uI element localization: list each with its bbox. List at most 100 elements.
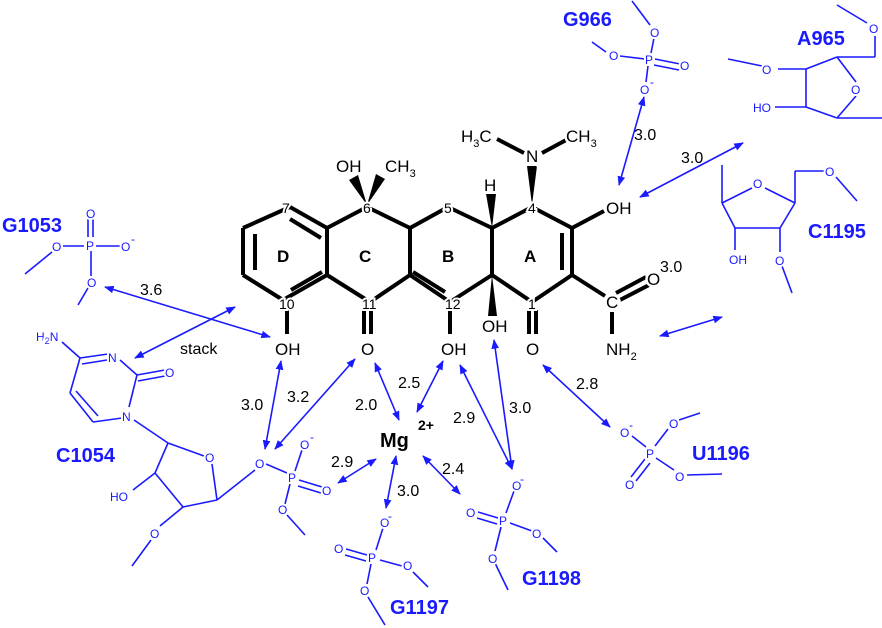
svg-text:O: O xyxy=(762,63,771,77)
distance-label: 3.0 xyxy=(681,150,703,167)
position-6: 6 xyxy=(363,200,371,216)
distance-label: 2.9 xyxy=(331,454,353,471)
magnesium-charge: 2+ xyxy=(418,417,434,433)
svg-text:H2N: H2N xyxy=(36,330,58,346)
distance-label: 3.0 xyxy=(660,259,682,276)
tetracycline-skeleton xyxy=(241,137,650,334)
svg-text:O: O xyxy=(205,451,214,465)
o12a-hydroxyl: OH xyxy=(482,317,508,336)
svg-text:O: O xyxy=(278,503,287,517)
position-1: 1 xyxy=(528,296,536,312)
dimethylamino-n: N xyxy=(526,147,538,166)
svg-text:-: - xyxy=(131,232,135,246)
position-5: 5 xyxy=(444,200,452,216)
svg-text:O: O xyxy=(52,240,61,254)
svg-text:O: O xyxy=(150,527,159,541)
residue-label-g1198: G1198 xyxy=(522,568,581,590)
svg-text:O: O xyxy=(669,417,678,431)
svg-text:O: O xyxy=(87,276,96,290)
svg-text:O: O xyxy=(640,83,649,97)
svg-text:OH: OH xyxy=(729,253,747,267)
svg-text:O: O xyxy=(86,207,95,221)
h4a-hydrogen: H xyxy=(484,176,496,195)
position-12: 12 xyxy=(445,296,461,312)
position-7: 7 xyxy=(282,200,290,216)
svg-text:O: O xyxy=(512,479,521,493)
distance-label: 3.2 xyxy=(287,389,309,406)
svg-text:O: O xyxy=(825,165,834,179)
svg-text:N: N xyxy=(108,351,117,365)
svg-text:O: O xyxy=(532,527,541,541)
distance-label: 2.0 xyxy=(355,397,377,414)
o12-hydroxyl: OH xyxy=(441,340,467,359)
distance-label: 3.0 xyxy=(509,400,531,417)
svg-text:O: O xyxy=(466,506,475,520)
distance-label: 2.4 xyxy=(442,461,464,478)
svg-text:-: - xyxy=(650,75,654,89)
ring-label-c: C xyxy=(359,247,371,266)
svg-text:N: N xyxy=(122,410,131,424)
svg-text:-: - xyxy=(629,418,633,432)
distance-label: 3.6 xyxy=(140,282,162,299)
svg-text:O: O xyxy=(625,478,634,492)
svg-text:HO: HO xyxy=(110,490,128,504)
distance-label: 3.0 xyxy=(397,483,419,500)
ring-label-a: A xyxy=(524,247,536,266)
svg-text:O: O xyxy=(869,22,878,36)
svg-text:P: P xyxy=(645,53,653,67)
svg-text:HO: HO xyxy=(753,101,771,115)
residue-u1196: O- P O O O xyxy=(618,412,723,494)
svg-text:O: O xyxy=(360,584,369,598)
distance-label: 2.8 xyxy=(576,376,598,393)
svg-text:O: O xyxy=(165,366,174,380)
distance-label: 2.9 xyxy=(453,410,475,427)
svg-text:P: P xyxy=(368,551,376,565)
magnesium-ion: Mg xyxy=(380,430,409,452)
amide-nh2: NH2 xyxy=(606,340,637,363)
residue-label-g1053: G1053 xyxy=(2,215,62,237)
distance-label: 3.0 xyxy=(241,397,263,414)
amide-carbon: C xyxy=(606,293,618,312)
svg-text:-: - xyxy=(310,430,314,444)
residue-g1198: O- P O O O xyxy=(464,470,558,591)
interaction-arrows xyxy=(104,96,744,509)
ring-label-b: B xyxy=(442,247,454,266)
c6-methyl: CH3 xyxy=(385,157,416,180)
o6-hydroxyl: OH xyxy=(336,157,362,176)
svg-text:O: O xyxy=(680,59,689,73)
svg-text:O: O xyxy=(620,426,629,440)
svg-text:O: O xyxy=(403,559,412,573)
position-11: 11 xyxy=(362,296,377,312)
residue-label-c1195: C1195 xyxy=(808,221,866,243)
svg-text:O: O xyxy=(675,470,684,484)
residue-g1197: O- P O O O xyxy=(332,507,429,626)
o3-hydroxyl: OH xyxy=(606,199,632,218)
methyl-right: CH3 xyxy=(566,127,597,150)
residue-label-g1197: G1197 xyxy=(390,597,449,619)
svg-text:O: O xyxy=(609,49,618,63)
svg-text:-: - xyxy=(388,509,392,523)
position-4: 4 xyxy=(528,200,536,216)
residue-a965: O O O HO xyxy=(727,4,882,119)
methyl-left: H3C xyxy=(461,127,492,150)
residue-label-u1196: U1196 xyxy=(692,443,750,465)
svg-text:O: O xyxy=(334,542,343,556)
svg-text:O: O xyxy=(650,26,659,40)
distance-label: 3.0 xyxy=(634,127,656,144)
svg-text:O: O xyxy=(488,552,497,566)
svg-text:P: P xyxy=(646,447,654,461)
o1-carbonyl: O xyxy=(526,340,539,359)
residue-g966: O P O O O- xyxy=(591,0,691,99)
residue-label-a965: A965 xyxy=(797,28,845,50)
svg-text:O: O xyxy=(121,240,130,254)
o11-carbonyl: O xyxy=(361,340,374,359)
svg-text:O: O xyxy=(775,254,784,268)
svg-text:O: O xyxy=(255,457,264,471)
svg-text:O: O xyxy=(851,83,860,97)
residue-c1195: O O OH O xyxy=(721,163,858,294)
ring-label-d: D xyxy=(277,247,289,266)
residue-c1054: H2N N O N O HO O O P O- O O xyxy=(34,328,333,567)
residue-g1053: O P O- O O xyxy=(24,205,137,306)
